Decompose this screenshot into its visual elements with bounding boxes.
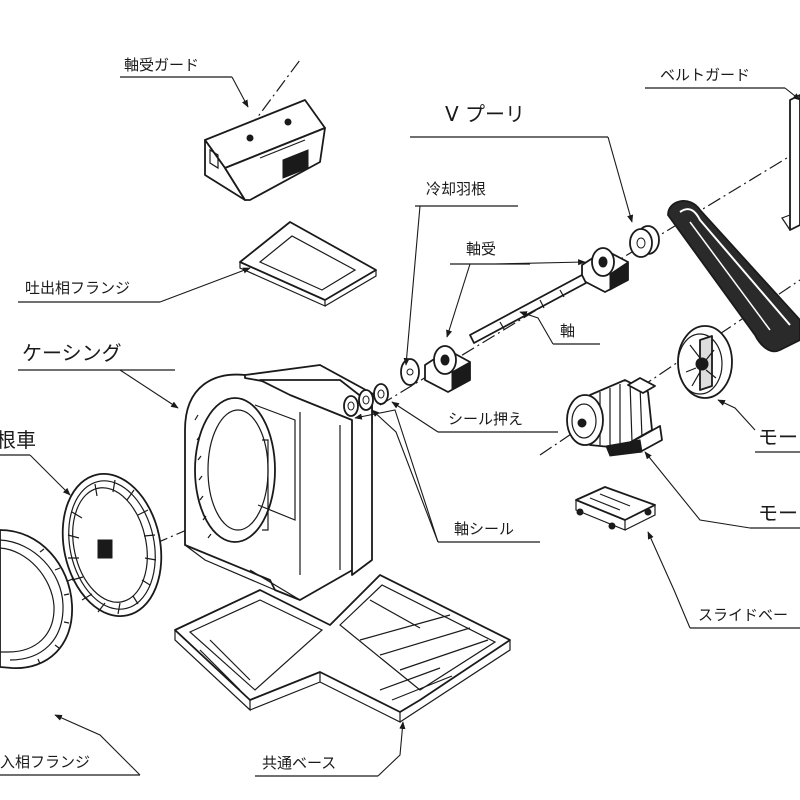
common-base-part [174, 574, 511, 723]
label-common-base: 共通ベース [262, 754, 336, 772]
label-slide-base: スライドベー [698, 606, 788, 624]
bearing-guard-part [204, 99, 326, 201]
leader-lines [29, 76, 800, 777]
v-pulley-part [629, 225, 660, 258]
outlet-flange-part [239, 221, 377, 307]
shaft-part [469, 274, 587, 344]
label-casing: ケーシング [22, 341, 122, 365]
label-belt-guard: ベルトガード [660, 66, 750, 84]
label-inlet-flange: 入相フランジ [0, 753, 90, 771]
bearing-right-part [581, 247, 629, 293]
cooling-fan-part [400, 358, 420, 386]
v-belt-part [667, 200, 800, 353]
label-bearing: 軸受 [466, 240, 496, 258]
impeller-part [61, 472, 163, 618]
label-motor: モー [758, 501, 798, 525]
label-seal-retainer: シール押え [448, 410, 523, 428]
belt-guard-part [781, 94, 800, 231]
motor-part [566, 377, 663, 457]
inlet-flange-part [0, 529, 73, 669]
label-v-pulley: V プーリ [445, 102, 525, 126]
label-shaft: 軸 [560, 322, 575, 340]
shaft-seal-parts [343, 383, 389, 417]
motor-pulley-part [677, 325, 733, 399]
label-motor-pulley: モー [758, 425, 798, 449]
label-shaft-seal: 軸シール [454, 520, 514, 538]
slide-base-part [575, 486, 656, 531]
label-cooling-fan: 冷却羽根 [426, 180, 486, 198]
label-outlet-flange: 吐出相フランジ [25, 279, 130, 297]
bearing-left-part [424, 345, 471, 393]
label-underlines [0, 76, 800, 777]
label-bearing-guard: 軸受ガード [124, 56, 199, 74]
label-impeller: 根車 [0, 428, 36, 452]
